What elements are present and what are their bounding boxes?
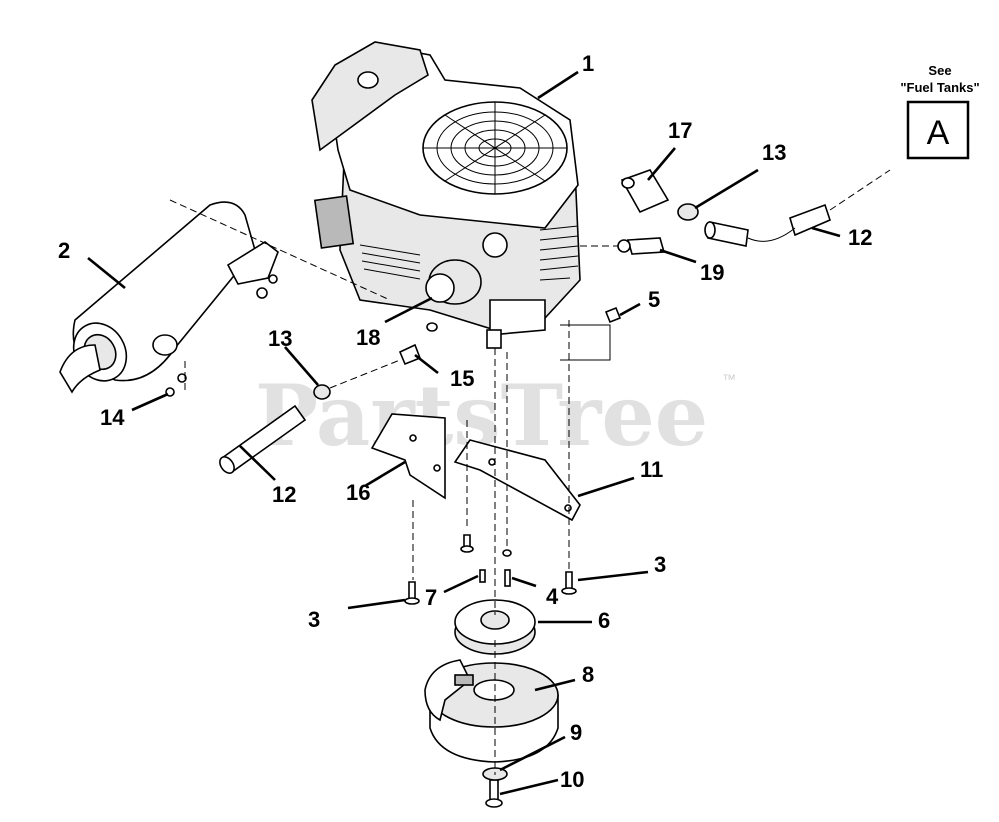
callout-12-left: 12 [272, 482, 296, 507]
pulley [454, 599, 536, 655]
callout-3-right: 3 [654, 552, 666, 577]
callout-16: 16 [346, 480, 370, 505]
callout-13-right: 13 [762, 140, 786, 165]
reference-box [906, 100, 970, 160]
alignment-lines [169, 199, 611, 775]
callout-13-left: 13 [268, 326, 292, 351]
callout-19: 19 [700, 260, 724, 285]
callout-17: 17 [668, 118, 692, 143]
callout-18: 18 [356, 325, 380, 350]
fasteners [404, 306, 622, 808]
callout-12-right: 12 [848, 225, 872, 250]
callout-4: 4 [546, 584, 559, 609]
callout-14: 14 [100, 405, 125, 430]
callout-8: 8 [582, 662, 594, 687]
reference-letter: A [927, 114, 950, 152]
leader-lines [87, 70, 841, 796]
watermark-trademark: ™ [722, 371, 736, 387]
reference-see-label: See [928, 63, 951, 78]
callout-9: 9 [570, 720, 582, 745]
muffler [59, 201, 279, 397]
callout-6: 6 [598, 608, 610, 633]
callout-2: 2 [58, 238, 70, 263]
callout-3-left: 3 [308, 607, 320, 632]
callout-labels: 1 2 3 3 4 5 6 7 8 9 10 11 12 12 13 13 14… [58, 51, 872, 792]
fuel-hose-left [219, 343, 422, 474]
callout-1: 1 [582, 51, 594, 76]
callout-11: 11 [640, 457, 663, 482]
brackets [370, 413, 581, 522]
electric-clutch [424, 659, 559, 781]
callout-5: 5 [648, 287, 660, 312]
reference-target-label: "Fuel Tanks" [900, 80, 979, 95]
reference-box-fuel-tanks: See "Fuel Tanks" A [900, 63, 980, 160]
engine-assembly [311, 41, 581, 349]
callout-15: 15 [450, 366, 474, 391]
callout-7: 7 [425, 585, 437, 610]
fuel-filter-right [580, 169, 891, 255]
callout-10: 10 [560, 767, 584, 792]
